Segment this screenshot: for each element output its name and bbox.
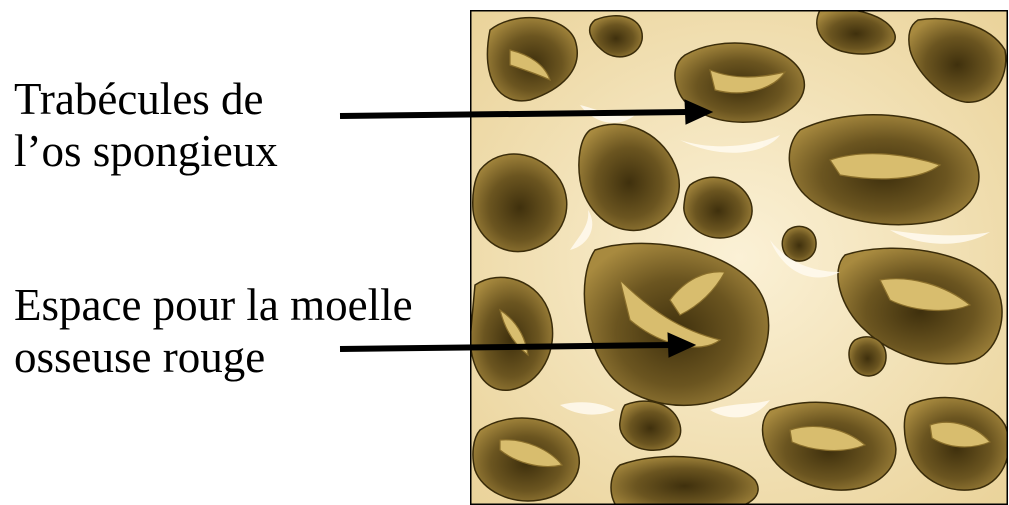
label-trabecules: Trabécules de l’os spongieux — [14, 74, 278, 178]
label-moelle-line2: osseuse rouge — [14, 332, 413, 384]
label-trabecules-line1: Trabécules de — [14, 74, 278, 126]
label-trabecules-line2: l’os spongieux — [14, 126, 278, 178]
label-moelle: Espace pour la moelle osseuse rouge — [14, 280, 413, 384]
spongy-bone-illustration — [470, 10, 1008, 505]
label-moelle-line1: Espace pour la moelle — [14, 280, 413, 332]
